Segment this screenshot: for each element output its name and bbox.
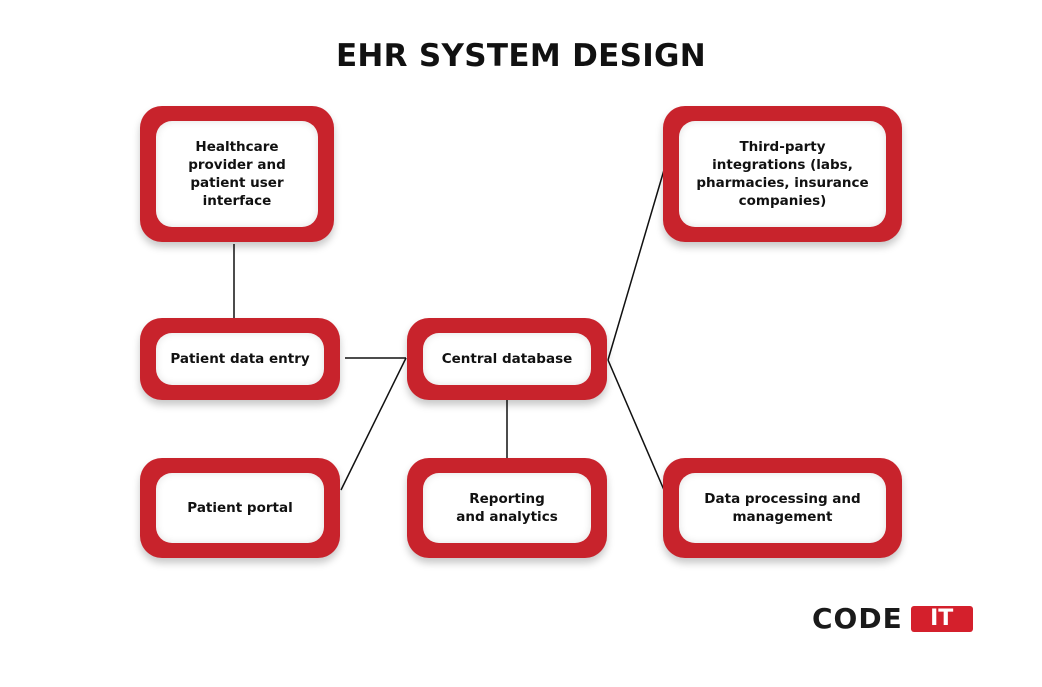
logo-badge: IT: [910, 606, 973, 632]
node-third-party-integrations: Third-party integrations (labs, pharmaci…: [663, 106, 902, 242]
node-central-database: Central database: [407, 318, 607, 400]
node-patient-portal: Patient portal: [140, 458, 340, 558]
node-reporting-analytics: Reporting and analytics: [407, 458, 607, 558]
node-reporting-analytics-label: Reporting and analytics: [456, 491, 558, 525]
connector-central-to-processing: [607, 359, 665, 491]
node-central-database-label: Central database: [441, 351, 573, 367]
logo-wordmark: CODE: [812, 602, 903, 635]
node-patient-portal-label: Patient portal: [187, 500, 293, 516]
node-user-interface: Healthcare provider and patient user int…: [140, 106, 334, 242]
node-data-processing: Data processing and management: [663, 458, 902, 558]
connector-central-to-third-party: [607, 169, 665, 361]
node-user-interface-label: Healthcare provider and patient user int…: [188, 139, 286, 209]
node-third-party-integrations-label: Third-party integrations (labs, pharmaci…: [696, 139, 869, 209]
diagram-title: EHR SYSTEM DESIGN: [335, 38, 707, 74]
connector-portal-to-central: [340, 357, 407, 491]
node-patient-data-entry-label: Patient data entry: [170, 351, 310, 367]
node-data-processing-label: Data processing and management: [704, 491, 861, 525]
node-patient-data-entry: Patient data entry: [140, 318, 340, 400]
brand-logo: CODE IT: [812, 603, 973, 635]
